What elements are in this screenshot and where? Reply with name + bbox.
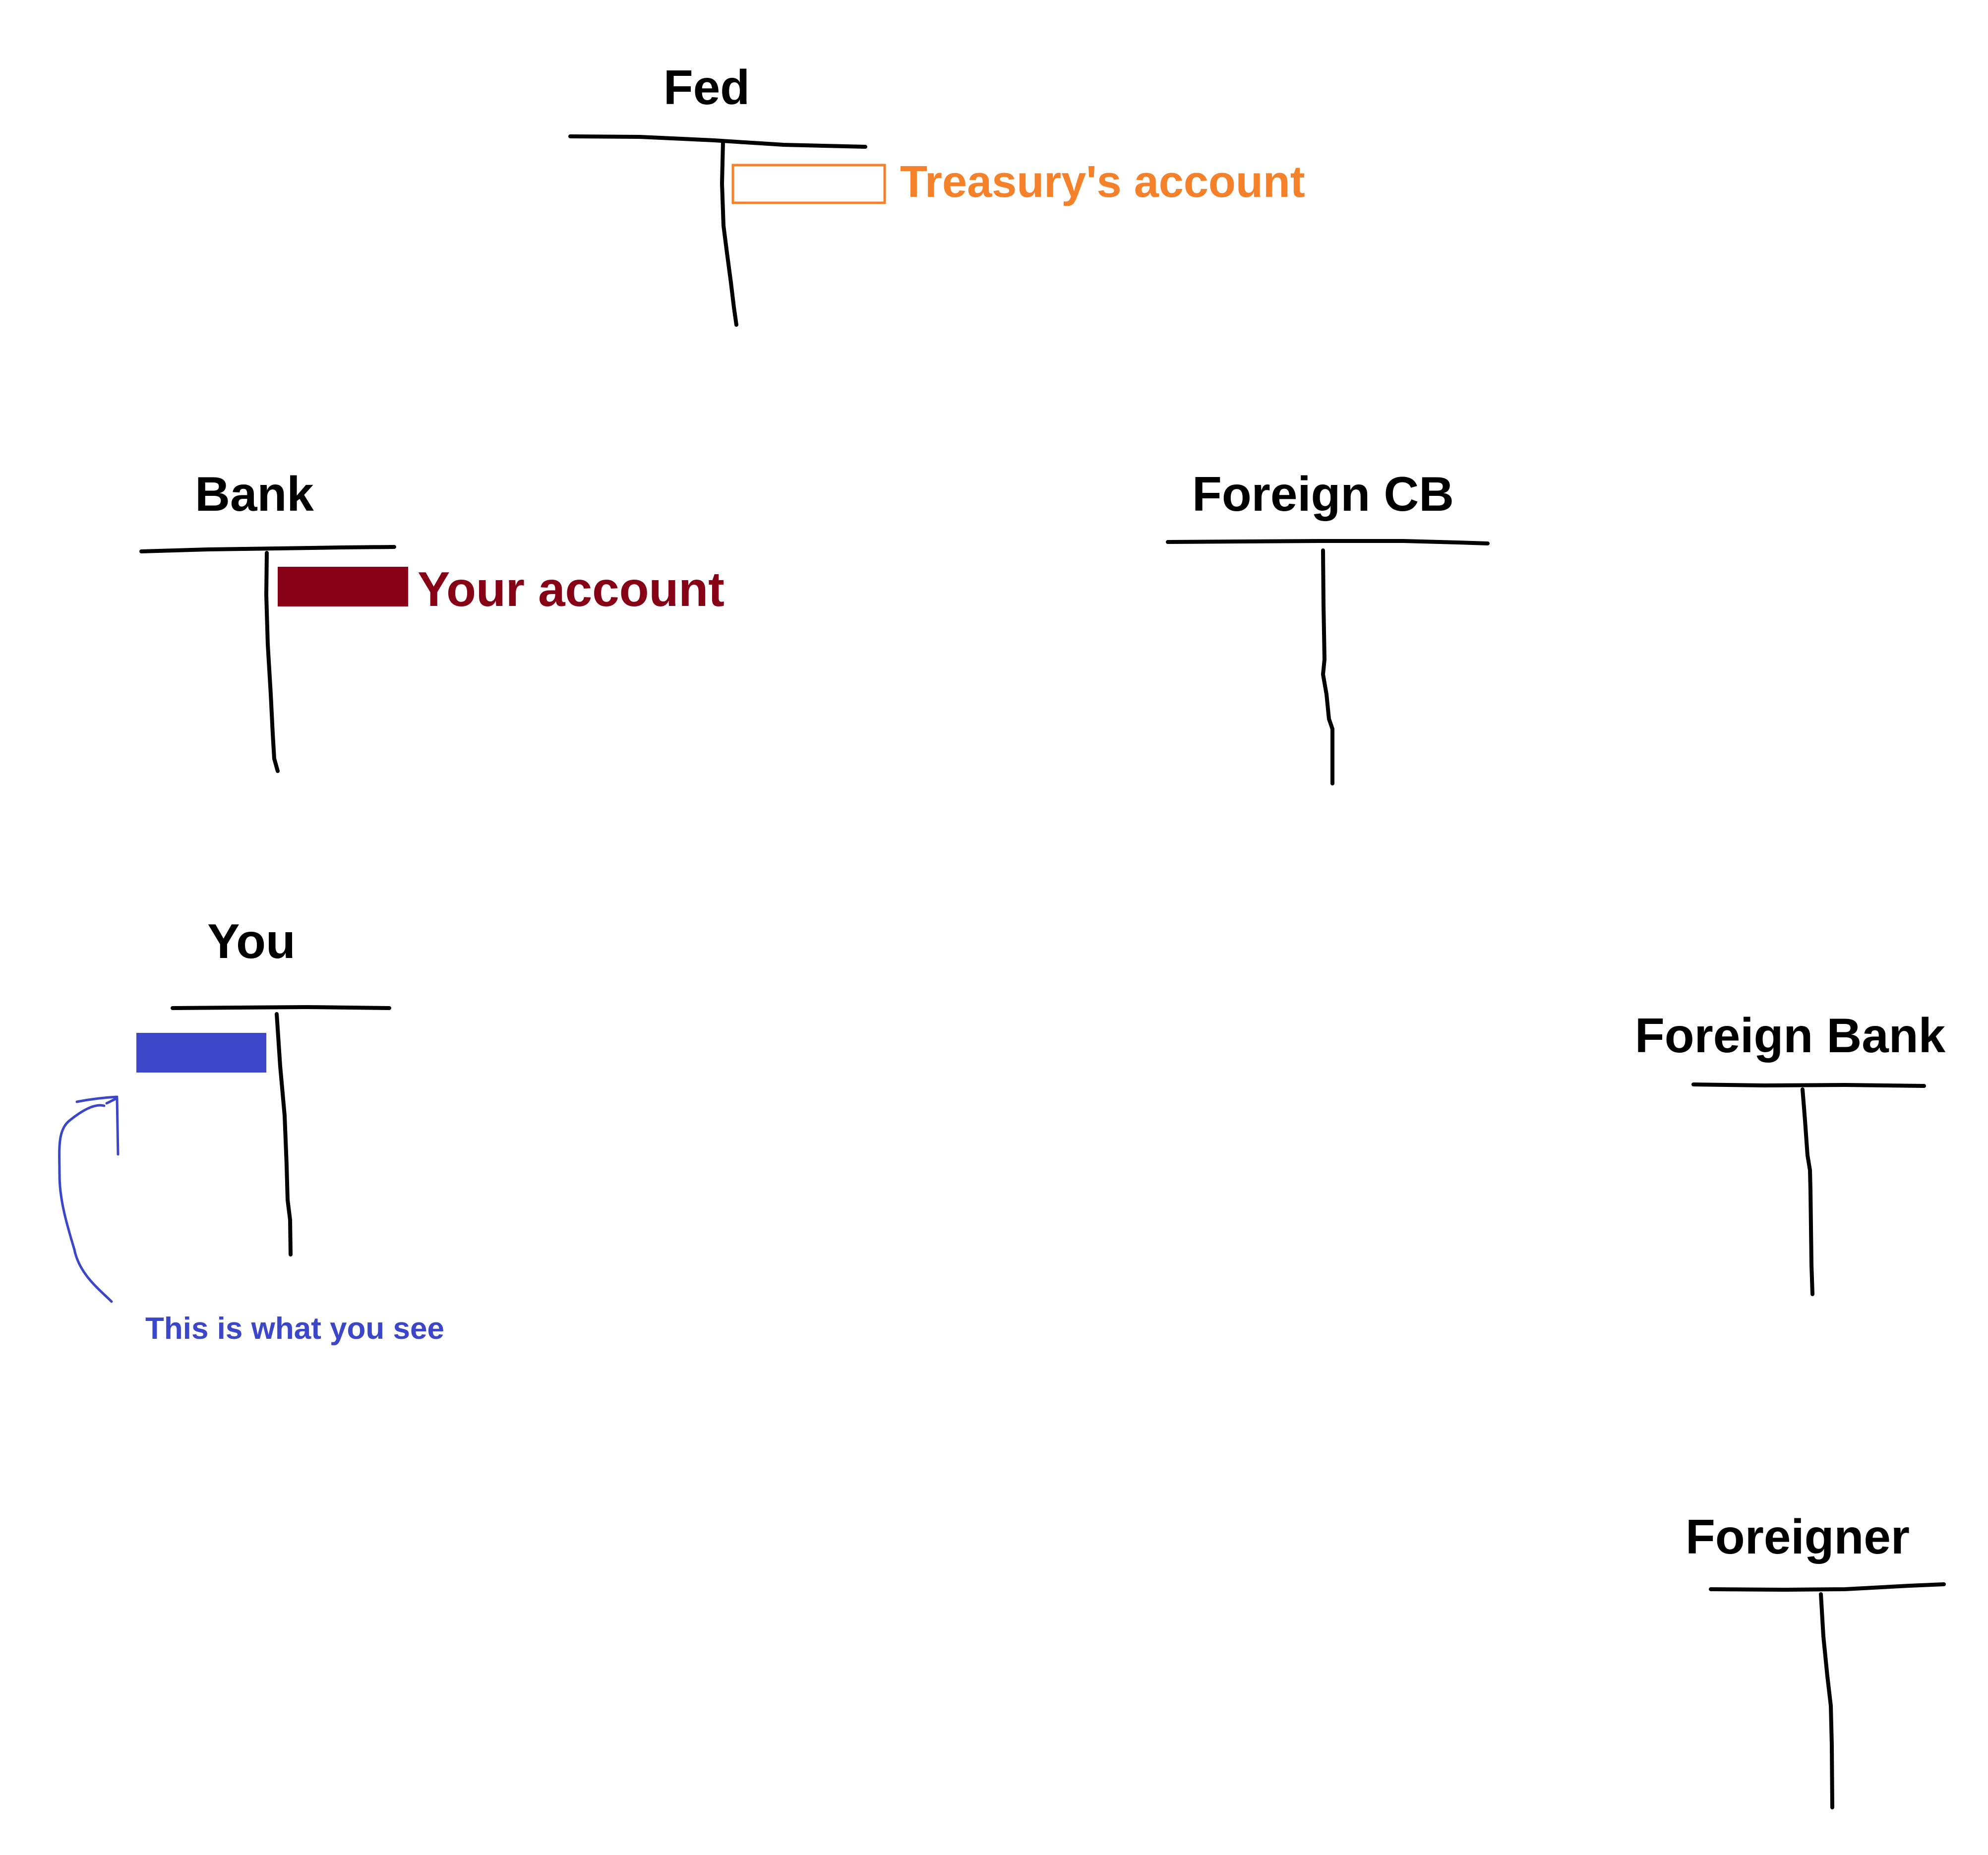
foreign-bank-t-stem bbox=[1801, 1087, 1814, 1296]
fed-t-account: Fed Treasury's account bbox=[568, 60, 1305, 327]
you-see-annotation: This is what you see bbox=[145, 1312, 444, 1346]
you-see-arrow bbox=[58, 1095, 120, 1303]
treasury-account-label: Treasury's account bbox=[900, 157, 1305, 207]
you-t-stem bbox=[275, 1012, 293, 1257]
foreigner-t-stem bbox=[1819, 1592, 1834, 1809]
foreign-cb-t-account: Foreign CB bbox=[1166, 467, 1490, 785]
fed-t-stem bbox=[720, 140, 738, 327]
bank-title: Bank bbox=[195, 467, 314, 521]
foreigner-t-crossbar bbox=[1709, 1582, 1946, 1592]
foreign-bank-title: Foreign Bank bbox=[1635, 1008, 1946, 1063]
fed-t-crossbar bbox=[568, 134, 867, 149]
treasury-account-box bbox=[731, 164, 886, 204]
bank-t-stem bbox=[264, 551, 280, 773]
foreign-bank-t-crossbar bbox=[1691, 1082, 1926, 1088]
foreigner-t-account: Foreigner bbox=[1686, 1509, 1946, 1809]
you-t-crossbar bbox=[171, 1005, 391, 1010]
you-title: You bbox=[207, 914, 296, 968]
fed-title: Fed bbox=[663, 60, 750, 115]
foreign-cb-t-stem bbox=[1321, 548, 1334, 785]
bank-t-crossbar bbox=[139, 545, 396, 553]
foreigner-title: Foreigner bbox=[1686, 1509, 1910, 1564]
you-t-account: You This is what you see bbox=[58, 914, 444, 1346]
bank-t-account: Bank Your account bbox=[139, 467, 724, 773]
your-account-label: Your account bbox=[418, 562, 724, 616]
foreign-cb-title: Foreign CB bbox=[1192, 467, 1454, 521]
you-see-account-box bbox=[136, 1033, 266, 1073]
foreign-bank-t-account: Foreign Bank bbox=[1635, 1008, 1946, 1296]
your-account-box bbox=[278, 567, 408, 606]
foreign-cb-t-crossbar bbox=[1166, 539, 1490, 545]
